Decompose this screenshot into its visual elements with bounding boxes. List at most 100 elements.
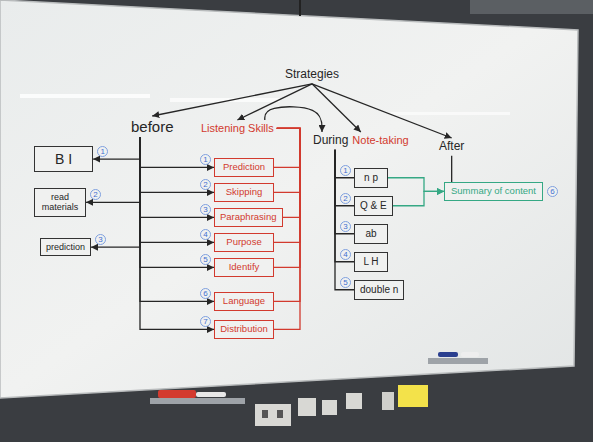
connector [335, 150, 354, 290]
phase-heading: During Note-taking [310, 132, 412, 150]
connector [274, 128, 300, 267]
socket-plate [255, 404, 291, 426]
marker [438, 352, 458, 357]
callout-number: 3 [200, 204, 211, 215]
connector [312, 84, 361, 132]
callout-number: 1 [97, 146, 108, 157]
root-heading: Strategies [282, 66, 342, 84]
callout-number: 2 [200, 179, 211, 190]
switch-plate [298, 398, 316, 416]
note-box: L H [354, 252, 388, 272]
switch-plate [346, 393, 362, 409]
connector [277, 128, 300, 217]
connector [93, 137, 140, 159]
skill-box: Distribution [214, 320, 274, 339]
node-text: Strategies [285, 68, 339, 82]
marker-tray [428, 358, 488, 364]
glare [390, 112, 510, 115]
callout-number: 4 [200, 229, 211, 240]
glare [20, 94, 150, 98]
node-text: Language [220, 296, 268, 307]
node-text: Note-taking [352, 134, 408, 147]
node-text: Skipping [220, 187, 268, 198]
node-text: read materials [40, 192, 80, 213]
callout-number: 3 [340, 221, 351, 232]
connector [86, 137, 140, 202]
marker [461, 352, 479, 357]
callout-number: 1 [340, 165, 351, 176]
note-box: Q & E [354, 196, 393, 216]
connector [152, 84, 312, 116]
connector [274, 128, 300, 329]
sticky-note [398, 385, 428, 407]
phase-heading: Listening Skills [198, 120, 277, 137]
skill-box: Language [214, 292, 274, 311]
note-box: ab [354, 224, 388, 244]
whiteboard [0, 0, 578, 398]
callout-number: 3 [95, 234, 106, 245]
connector [140, 137, 214, 242]
marker-tray [150, 398, 245, 404]
socket-hole [262, 410, 268, 418]
connector [335, 150, 354, 206]
connector [140, 137, 214, 167]
node-text: Prediction [220, 162, 268, 173]
socket-hole [277, 410, 283, 418]
strategy-box: prediction [40, 238, 91, 256]
callout-number: 7 [200, 316, 211, 327]
callout-number: 5 [200, 254, 211, 265]
callout-number: 5 [340, 277, 351, 288]
callout-number: 6 [200, 288, 211, 299]
node-text: before [131, 118, 174, 135]
note-box: double n [354, 280, 404, 300]
node-text: B I [55, 151, 72, 167]
connector [140, 137, 214, 329]
skill-box: Skipping [214, 183, 274, 202]
ceiling-panel [470, 0, 593, 14]
phase-heading: After [436, 138, 467, 156]
connector [274, 128, 300, 167]
callout-number: 2 [340, 193, 351, 204]
node-text: Paraphrasing [220, 212, 277, 223]
node-text: Q & E [360, 200, 387, 212]
connector [451, 156, 452, 182]
strategy-box: read materials [34, 188, 86, 217]
connector [312, 84, 452, 138]
connector [335, 150, 354, 262]
red-marker [158, 390, 196, 398]
node-text: During [313, 134, 348, 148]
skill-box: Prediction [214, 158, 274, 177]
node-text: Summary of content [451, 186, 536, 197]
strategy-box: B I [34, 146, 93, 172]
node-text: L H [360, 256, 382, 268]
node-text: n p [360, 172, 382, 184]
skill-box: Purpose [214, 233, 274, 252]
connector [388, 178, 444, 192]
connector [274, 128, 300, 192]
callout-number: 2 [90, 189, 101, 200]
switch-plate [322, 400, 337, 415]
connector [140, 137, 214, 192]
connector [140, 137, 214, 267]
marker [196, 392, 226, 397]
node-text: Identify [220, 262, 268, 273]
node-text: Listening Skills [201, 122, 274, 135]
node-text: After [439, 140, 464, 154]
connector [335, 150, 354, 178]
summary-box: Summary of content [444, 182, 543, 201]
cable [299, 0, 301, 16]
node-text: prediction [46, 242, 85, 252]
connector [393, 191, 444, 205]
connector [140, 137, 214, 217]
callout-number: 6 [547, 186, 558, 197]
connector [237, 84, 312, 120]
node-text: Distribution [220, 324, 268, 335]
skill-box: Paraphrasing [214, 208, 283, 227]
callout-number: 1 [200, 154, 211, 165]
note-box: n p [354, 168, 388, 188]
phase-heading: before [128, 116, 177, 137]
